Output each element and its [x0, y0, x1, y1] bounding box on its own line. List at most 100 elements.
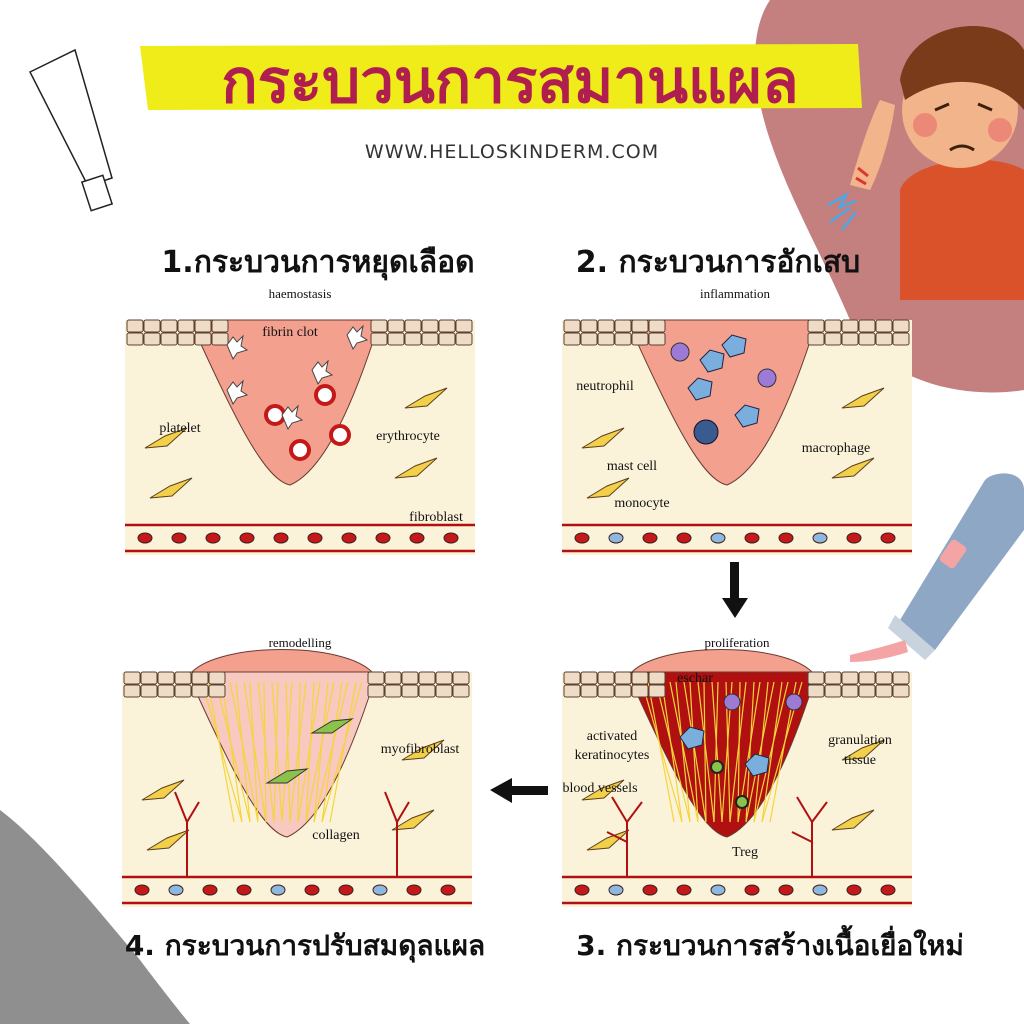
erythrocyte-cell — [205, 532, 221, 544]
wound-area — [186, 671, 378, 838]
fibroblast-cell — [144, 427, 188, 449]
monocyte-cell — [608, 532, 624, 544]
skin-cell — [580, 671, 598, 685]
skin-cell — [370, 319, 388, 333]
section-2-heading: 2. กระบวนการอักเสบ — [576, 245, 860, 280]
skin-cell — [841, 671, 859, 685]
erythrocyte-cell — [574, 532, 590, 544]
skin-cell — [194, 319, 212, 333]
skin-cell — [892, 319, 910, 333]
collagen-fiber — [641, 681, 683, 823]
skin-cell — [858, 671, 876, 685]
erythrocyte-cell — [375, 532, 391, 544]
skin-cell — [892, 332, 910, 346]
epidermis-cells — [563, 671, 910, 698]
collagen-fiber — [703, 681, 707, 823]
skin-cell — [614, 671, 632, 685]
collagen-fiber — [249, 681, 259, 823]
collagen-fiber — [297, 681, 301, 823]
panel-remod — [122, 649, 472, 907]
skin-cell — [160, 332, 178, 346]
skin-cell — [841, 332, 859, 346]
erythrocyte-cell — [236, 884, 252, 896]
erythrocyte-cell — [642, 532, 658, 544]
monocyte-cell — [608, 884, 624, 896]
label-tissue: tissue — [844, 753, 876, 768]
bottom-left-blob — [0, 810, 190, 1024]
erythrocyte-cell — [137, 532, 153, 544]
skin-cell — [841, 319, 859, 333]
label-eschar: eschar — [677, 671, 713, 686]
skin-cell — [211, 319, 229, 333]
skin-cell — [140, 671, 158, 685]
platelet-cell — [346, 324, 369, 351]
monocyte-cell — [710, 532, 726, 544]
erythrocyte-cell — [134, 884, 150, 896]
crying-boy-illustration — [827, 25, 1024, 300]
panel-title-haemostasis: haemostasis — [269, 286, 332, 301]
title-banner — [140, 44, 862, 110]
fibroblast-cell — [404, 387, 448, 409]
skin-cell — [875, 332, 893, 346]
collagen-fiber — [207, 681, 235, 823]
skin-cell — [191, 684, 209, 698]
erythrocyte-cell — [846, 884, 862, 896]
fibroblast-cell — [831, 457, 875, 479]
skin-cell — [580, 684, 598, 698]
skin-cell — [597, 684, 615, 698]
label-myofibroblast: myofibroblast — [381, 742, 460, 757]
skin-cell — [455, 332, 473, 346]
platelet-cell — [281, 404, 304, 431]
skin-cell — [563, 671, 581, 685]
collagen-fiber — [221, 681, 243, 823]
monocyte-cell — [270, 884, 286, 896]
epidermis-cells — [563, 319, 910, 346]
skin-cell — [631, 332, 649, 346]
neutrophil-cell — [785, 693, 803, 711]
neutrophil-cell — [723, 693, 741, 711]
skin-cell — [563, 684, 581, 698]
erythrocyte-cell — [440, 884, 456, 896]
label-monocyte: monocyte — [614, 496, 669, 511]
macrophage-cell — [744, 753, 770, 777]
erythrocyte-cell — [880, 884, 896, 896]
collagen-fiber — [683, 681, 707, 823]
collagen-fiber — [711, 681, 723, 823]
collagen-fiber — [229, 681, 259, 823]
blood-vessel-branch — [384, 791, 410, 877]
panel-title-remodelling: remodelling — [269, 635, 332, 650]
skin-cell — [160, 319, 178, 333]
label-neutrophil: neutrophil — [576, 379, 634, 394]
fibroblast-cell — [149, 477, 193, 499]
label-erythrocyte: erythrocyte — [376, 429, 440, 444]
erythrocyte-cell — [744, 884, 760, 896]
platelet-cell — [226, 334, 249, 361]
collagen-fiber — [281, 681, 293, 823]
skin-cell — [875, 684, 893, 698]
monocyte-cell — [812, 884, 828, 896]
fibroblast-cell — [581, 779, 625, 801]
collagen-fiber — [321, 681, 343, 823]
cream-tube-icon — [850, 473, 1024, 662]
skin-cell — [841, 684, 859, 698]
skin-cell — [824, 671, 842, 685]
collagen-fiber — [243, 681, 267, 823]
fibroblast-cell — [841, 387, 885, 409]
skin-cell — [824, 319, 842, 333]
skin-cell — [126, 319, 144, 333]
skin-cell — [387, 332, 405, 346]
skin-cell — [824, 332, 842, 346]
fibroblast-cell — [581, 427, 625, 449]
treg-cell — [735, 795, 749, 809]
collagen-fiber — [647, 681, 675, 823]
skin-cell — [631, 671, 649, 685]
collagen-fiber — [689, 681, 699, 823]
collagen-fiber — [305, 681, 315, 823]
collagen-fiber — [753, 681, 769, 823]
skin-cell — [824, 684, 842, 698]
skin-cell — [157, 671, 175, 685]
collagen-fiber — [761, 681, 783, 823]
erythrocyte-cell — [744, 532, 760, 544]
label-keratinocytes: keratinocytes — [575, 748, 650, 763]
